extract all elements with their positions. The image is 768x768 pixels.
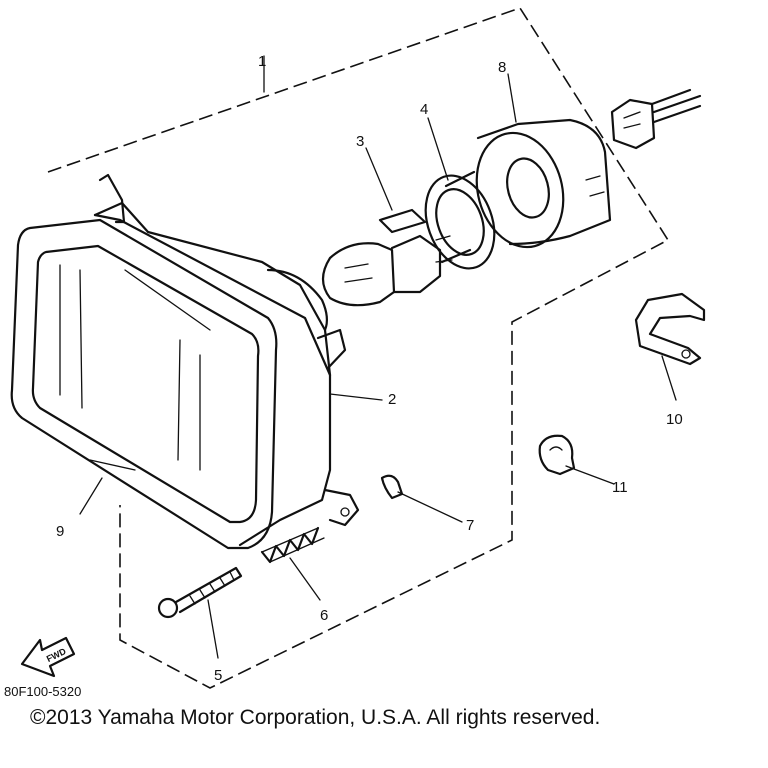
callout-11: 11 xyxy=(612,479,628,496)
callout-9: 9 xyxy=(56,523,64,540)
spring-clip xyxy=(380,474,404,500)
callout-2: 2 xyxy=(388,391,396,408)
headlight-unit xyxy=(93,173,360,547)
diagram-code: 80F100-5320 xyxy=(4,684,81,699)
callout-8: 8 xyxy=(498,59,506,76)
wire-connector xyxy=(610,88,702,150)
spring xyxy=(260,526,325,564)
copyright-notice: ©2013 Yamaha Motor Corporation, U.S.A. A… xyxy=(30,706,601,729)
bulb-holder xyxy=(424,170,496,270)
adjusting-screw xyxy=(157,566,243,619)
leader-lines xyxy=(79,55,677,659)
forward-label: FWD xyxy=(45,646,68,664)
callout-10: 10 xyxy=(666,411,683,428)
small-clip xyxy=(538,434,576,476)
callout-3: 3 xyxy=(356,133,364,150)
callout-labels: 1 2 3 4 5 6 7 8 9 10 11 xyxy=(56,53,683,684)
headlight-rim xyxy=(10,218,278,550)
assembly-boundary xyxy=(47,7,670,689)
callout-1: 1 xyxy=(258,53,266,70)
socket-cover xyxy=(475,118,612,249)
callout-4: 4 xyxy=(420,101,428,118)
bracket-clip xyxy=(634,292,706,366)
forward-arrow-icon: FWD xyxy=(20,636,76,678)
callout-7: 7 xyxy=(466,517,474,534)
callout-6: 6 xyxy=(320,607,328,624)
bulb xyxy=(321,208,453,307)
callout-5: 5 xyxy=(214,667,222,684)
